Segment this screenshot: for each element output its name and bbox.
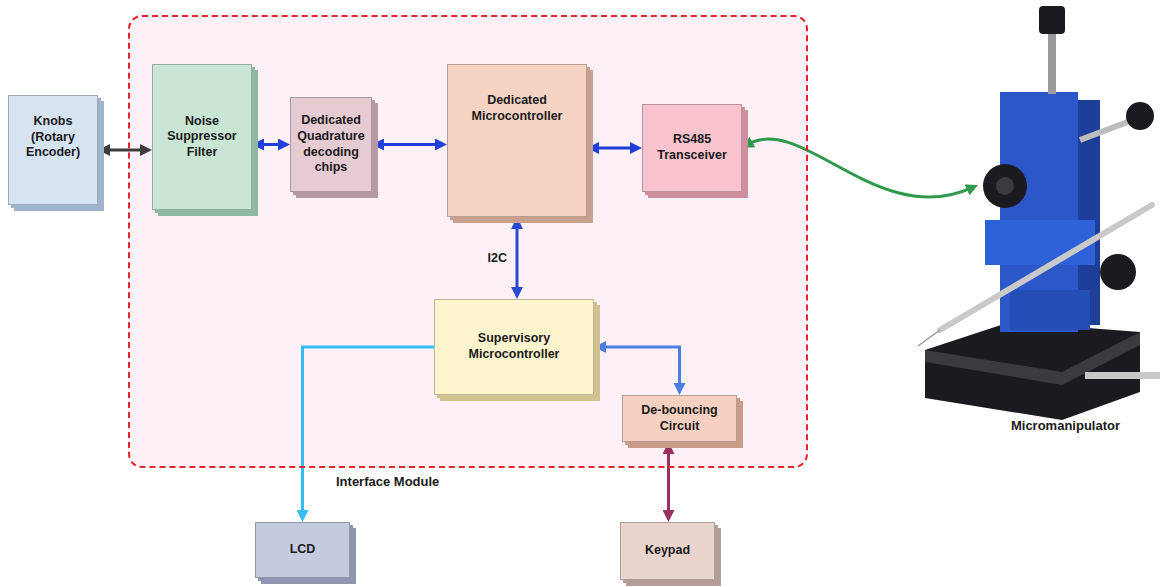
pipette-holder (940, 205, 1152, 330)
knob (983, 164, 1027, 208)
box-label: Supervisory Microcontroller (441, 331, 587, 362)
controller-box: Supervisory Microcontroller (434, 299, 594, 395)
knob-hub (996, 177, 1014, 195)
box-label: LCD (290, 542, 316, 558)
box-label: Dedicated Quadrature decoding chips (297, 113, 365, 176)
input-box: Knobs (Rotary Encoder) (8, 95, 98, 205)
box-label: Knobs (Rotary Encoder) (15, 114, 91, 161)
decoder-box: Dedicated Quadrature decoding chips (290, 97, 372, 192)
lower-block (1010, 290, 1090, 330)
pipette-tip (918, 330, 940, 346)
micromanipulator-illustration (918, 6, 1160, 420)
connector-arrow (303, 347, 435, 515)
filter-box: Noise Suppressor Filter (152, 64, 252, 210)
knob (1126, 102, 1154, 130)
box-label: De-bouncing Circuit (629, 403, 730, 434)
controller-box: Dedicated Microcontroller (447, 64, 587, 217)
keypad-box: Keypad (620, 522, 715, 580)
circuit-box: De-bouncing Circuit (622, 395, 737, 442)
base-plate (925, 322, 1140, 420)
device-caption: Micromanipulator (978, 418, 1153, 434)
connector-arrow (601, 347, 680, 388)
connector-arrow (667, 449, 670, 515)
region-fill (128, 15, 808, 468)
transceiver-box: RS485 Transceiver (642, 104, 742, 192)
display-box: LCD (255, 522, 350, 578)
box-label: Noise Suppressor Filter (159, 114, 245, 161)
device-node: Micromanipulator (978, 10, 1153, 434)
box-label: RS485 Transceiver (649, 132, 735, 163)
connector-arrow (105, 149, 145, 152)
knob (1100, 254, 1136, 290)
connector-arrow (379, 143, 440, 146)
box-label: Dedicated Microcontroller (454, 93, 580, 124)
top-knob (1039, 6, 1065, 34)
connector-arrow (516, 224, 519, 292)
bus-label: I2C (486, 251, 509, 265)
top-rod (1048, 30, 1056, 94)
base-rod (1085, 372, 1160, 379)
module-region: Interface ModuleNoise Suppressor FilterD… (128, 15, 808, 468)
connector-arrow (594, 147, 635, 150)
slide-block (985, 220, 1095, 265)
connector-arrow (748, 139, 972, 197)
region-title: Interface Module (336, 474, 439, 490)
box-label: Keypad (645, 543, 690, 559)
connector-arrow (259, 143, 283, 146)
